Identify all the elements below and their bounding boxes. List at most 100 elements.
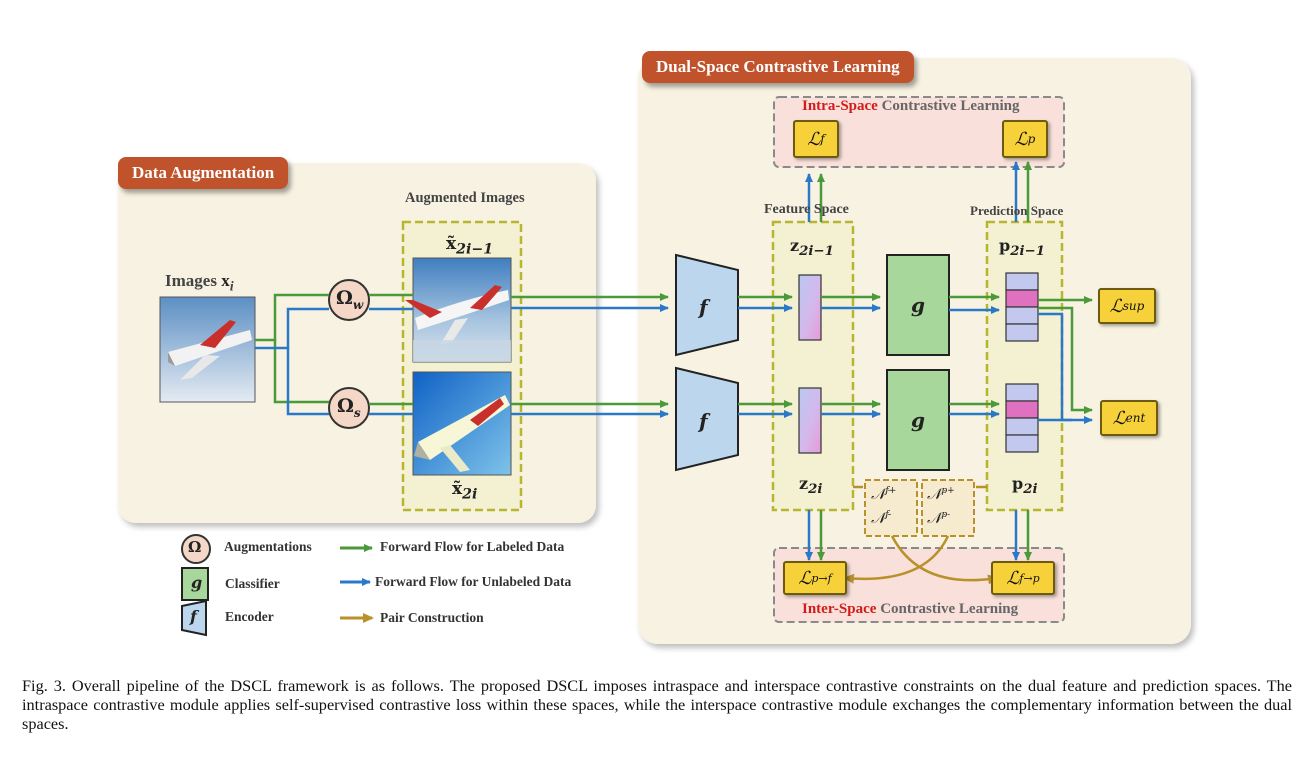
prediction-space-container: [985, 220, 1064, 512]
prediction-pair-box: [921, 479, 975, 537]
figure-caption: Fig. 3. Overall pipeline of the DSCL fra…: [22, 676, 1292, 733]
classifier-bottom: [886, 369, 950, 471]
intra-space-title-red: Intra-Space: [802, 98, 878, 114]
loss-ent-symbol: ℒ: [1112, 407, 1126, 429]
prediction-vector-top: [1005, 272, 1039, 342]
intra-space-box: [773, 96, 1065, 168]
strong-subscript: s: [353, 405, 361, 420]
legend-unlabeled-flow: Forward Flow for Unlabeled Data: [375, 574, 572, 589]
loss-p-subscript: p: [1027, 132, 1036, 146]
z-bottom-subscript: 2i: [808, 481, 823, 498]
np-pos-label: 𝒩p+: [927, 485, 955, 503]
classifier-top-label: g: [911, 293, 925, 317]
legend-pair-construction: Pair Construction: [380, 610, 484, 625]
nf-pos-label: 𝒩f+: [871, 485, 896, 503]
images-label-text: Images: [165, 271, 217, 290]
images-subscript: i: [229, 278, 234, 295]
labeled-flow-lines: [255, 161, 1093, 561]
legend-omega-icon: Ω: [188, 538, 202, 556]
z-top-label: z2i−1: [790, 236, 834, 259]
legend-g-icon: g: [191, 573, 203, 592]
encoder-bottom-label: f: [699, 409, 708, 433]
top-image-label: x̃2i−1: [446, 234, 493, 257]
intra-space-title-rest: Contrastive Learning: [877, 98, 1020, 114]
input-image: [159, 296, 256, 403]
nf-neg-symbol: 𝒩: [871, 509, 886, 527]
np-neg-superscript: p-: [941, 510, 951, 520]
z-bottom-label: z2i: [799, 474, 822, 497]
weak-augmentation-node: [328, 279, 370, 321]
classifier-top: [886, 254, 950, 356]
nf-pos-superscript: f+: [885, 486, 897, 496]
inter-space-title-rest: Contrastive Learning: [876, 601, 1019, 617]
loss-f-subscript: f: [820, 132, 825, 146]
strong-augmentation-node: [328, 387, 370, 429]
nf-pos-symbol: 𝒩: [871, 485, 886, 503]
bottom-image-label: x̃2i: [452, 479, 477, 502]
p-bottom-subscript: 2i: [1023, 481, 1038, 498]
p-bottom-label: p2i: [1012, 474, 1038, 497]
loss-pf-subscript: p→f: [811, 571, 832, 585]
weak-augmentation-label: Ωw: [336, 287, 363, 312]
classifier-bottom-label: g: [911, 408, 925, 432]
p-bottom-symbol: p: [1012, 474, 1024, 493]
loss-p-symbol: ℒ: [1014, 128, 1028, 150]
inter-space-title-red: Inter-Space: [802, 601, 877, 617]
top-image-symbol: x̃: [446, 234, 457, 254]
strong-omega-symbol: Ω: [337, 395, 354, 417]
augmented-images-title: Augmented Images: [405, 190, 525, 206]
loss-pf-symbol: ℒ: [798, 567, 812, 589]
feature-vector-bottom: [798, 387, 822, 454]
encoder-bottom: [675, 366, 739, 472]
top-image-subscript: 2i−1: [456, 241, 494, 258]
legend-labeled-flow: Forward Flow for Labeled Data: [380, 539, 565, 554]
prediction-space-label: Prediction Space: [970, 203, 1064, 218]
z-top-symbol: z: [790, 236, 800, 255]
augmented-image-weak: [405, 257, 512, 363]
inter-space-title: Inter-Space Contrastive Learning: [802, 601, 1018, 618]
z-bottom-symbol: z: [799, 474, 809, 493]
weak-subscript: w: [352, 297, 364, 312]
np-neg-label: 𝒩p-: [927, 509, 950, 527]
p-top-symbol: p: [999, 236, 1011, 255]
legend-graphics: [181, 534, 374, 637]
np-neg-symbol: 𝒩: [927, 509, 942, 527]
loss-sup-subscript: sup: [1122, 299, 1145, 313]
dscl-badge: Dual-Space Contrastive Learning: [642, 51, 914, 83]
loss-fp-subscript: f→p: [1019, 571, 1040, 585]
feature-vector-top: [798, 274, 822, 341]
intra-space-title: Intra-Space Contrastive Learning: [802, 98, 1020, 115]
nf-neg-label: 𝒩f-: [871, 509, 891, 527]
data-augmentation-badge: Data Augmentation: [118, 157, 289, 189]
loss-sup-symbol: ℒ: [1109, 295, 1123, 317]
legend-augmentations: Augmentations: [224, 539, 312, 554]
encoder-top: [675, 253, 739, 357]
legend-classifier: Classifier: [225, 576, 280, 591]
feature-space-label: Feature Space: [764, 202, 849, 217]
augmented-image-strong: [412, 371, 512, 476]
feature-space-container: [771, 220, 855, 512]
p-top-label: p2i−1: [999, 236, 1045, 259]
loss-f-symbol: ℒ: [807, 128, 821, 150]
feature-pair-box: [864, 479, 918, 537]
strong-augmentation-label: Ωs: [337, 395, 361, 420]
images-label: Images xi: [165, 271, 234, 295]
prediction-vector-bottom: [1005, 383, 1039, 453]
nf-neg-superscript: f-: [885, 510, 892, 520]
unlabeled-flow-lines: [255, 161, 1093, 561]
images-symbol: x: [221, 271, 230, 290]
bottom-image-symbol: x̃: [452, 479, 463, 499]
weak-omega-symbol: Ω: [336, 287, 353, 309]
legend-encoder: Encoder: [225, 609, 274, 624]
pair-construction-lines: [843, 485, 999, 585]
z-top-subscript: 2i−1: [799, 243, 834, 260]
p-top-subscript: 2i−1: [1010, 243, 1045, 260]
loss-ent-subscript: ent: [1125, 411, 1146, 425]
